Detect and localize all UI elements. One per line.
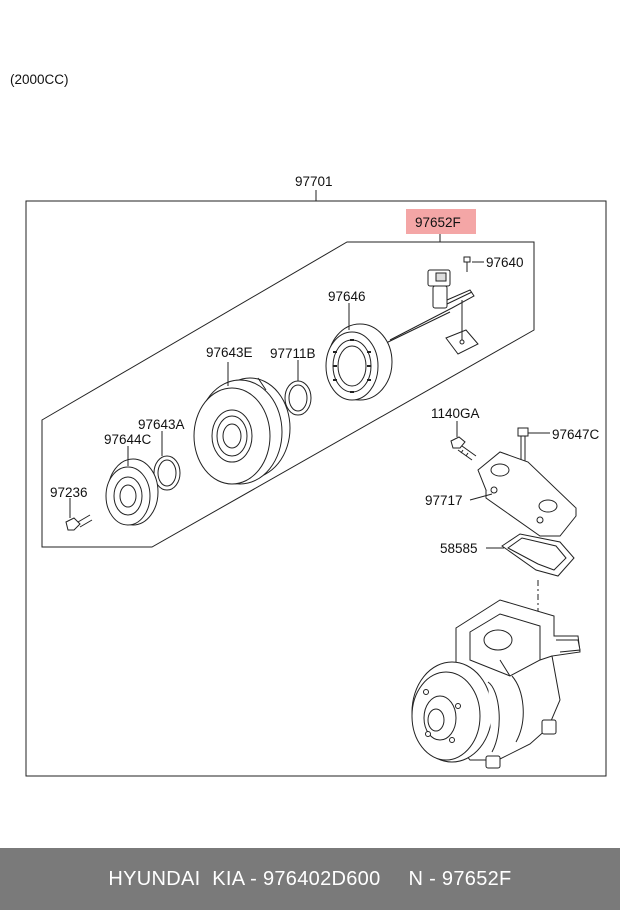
bolt-part-1140GA (450, 436, 477, 461)
footer-reference-number: N - 97652F (408, 867, 512, 890)
parts-diagram: (2000CC) 97701 97652F 97640 (10, 72, 607, 777)
assembly-number-label: 97701 (295, 174, 333, 189)
part-label-1140GA[interactable]: 1140GA (431, 406, 480, 421)
leader-97717 (469, 493, 493, 501)
snap-ring-part-97711B (284, 380, 312, 416)
engine-label: (2000CC) (10, 72, 69, 87)
part-label-97652F[interactable]: 97652F (415, 215, 461, 230)
part-label-97643A[interactable]: 97643A (138, 417, 185, 432)
wire-harness-part (383, 269, 479, 355)
part-label-97646[interactable]: 97646 (328, 289, 366, 304)
footer-part-number: HYUNDAI KIA - 976402D600 (108, 867, 381, 890)
part-label-58585[interactable]: 58585 (440, 541, 478, 556)
part-label-97640[interactable]: 97640 (486, 255, 524, 270)
footer-bar: HYUNDAI KIA - 976402D600 N - 97652F (0, 848, 620, 910)
compressor-body-part (411, 599, 581, 769)
part-label-97644C[interactable]: 97644C (104, 432, 152, 447)
part-label-97717[interactable]: 97717 (425, 493, 463, 508)
part-label-97711B[interactable]: 97711B (270, 346, 316, 361)
part-label-97643E[interactable]: 97643E (206, 345, 253, 360)
field-coil-part (325, 323, 393, 401)
bolt-part-97236 (65, 514, 93, 531)
clutch-subassembly-frame (41, 241, 535, 548)
assembly-frame (25, 200, 607, 777)
gasket-part (501, 533, 575, 577)
adapter-block-part (477, 451, 577, 537)
pulley-part (193, 377, 291, 485)
part-label-97647C[interactable]: 97647C (552, 427, 600, 442)
screw-part-97640 (463, 256, 471, 272)
highlight-box (406, 209, 476, 234)
pressure-plate-part (105, 458, 159, 526)
part-label-97236[interactable]: 97236 (50, 485, 88, 500)
